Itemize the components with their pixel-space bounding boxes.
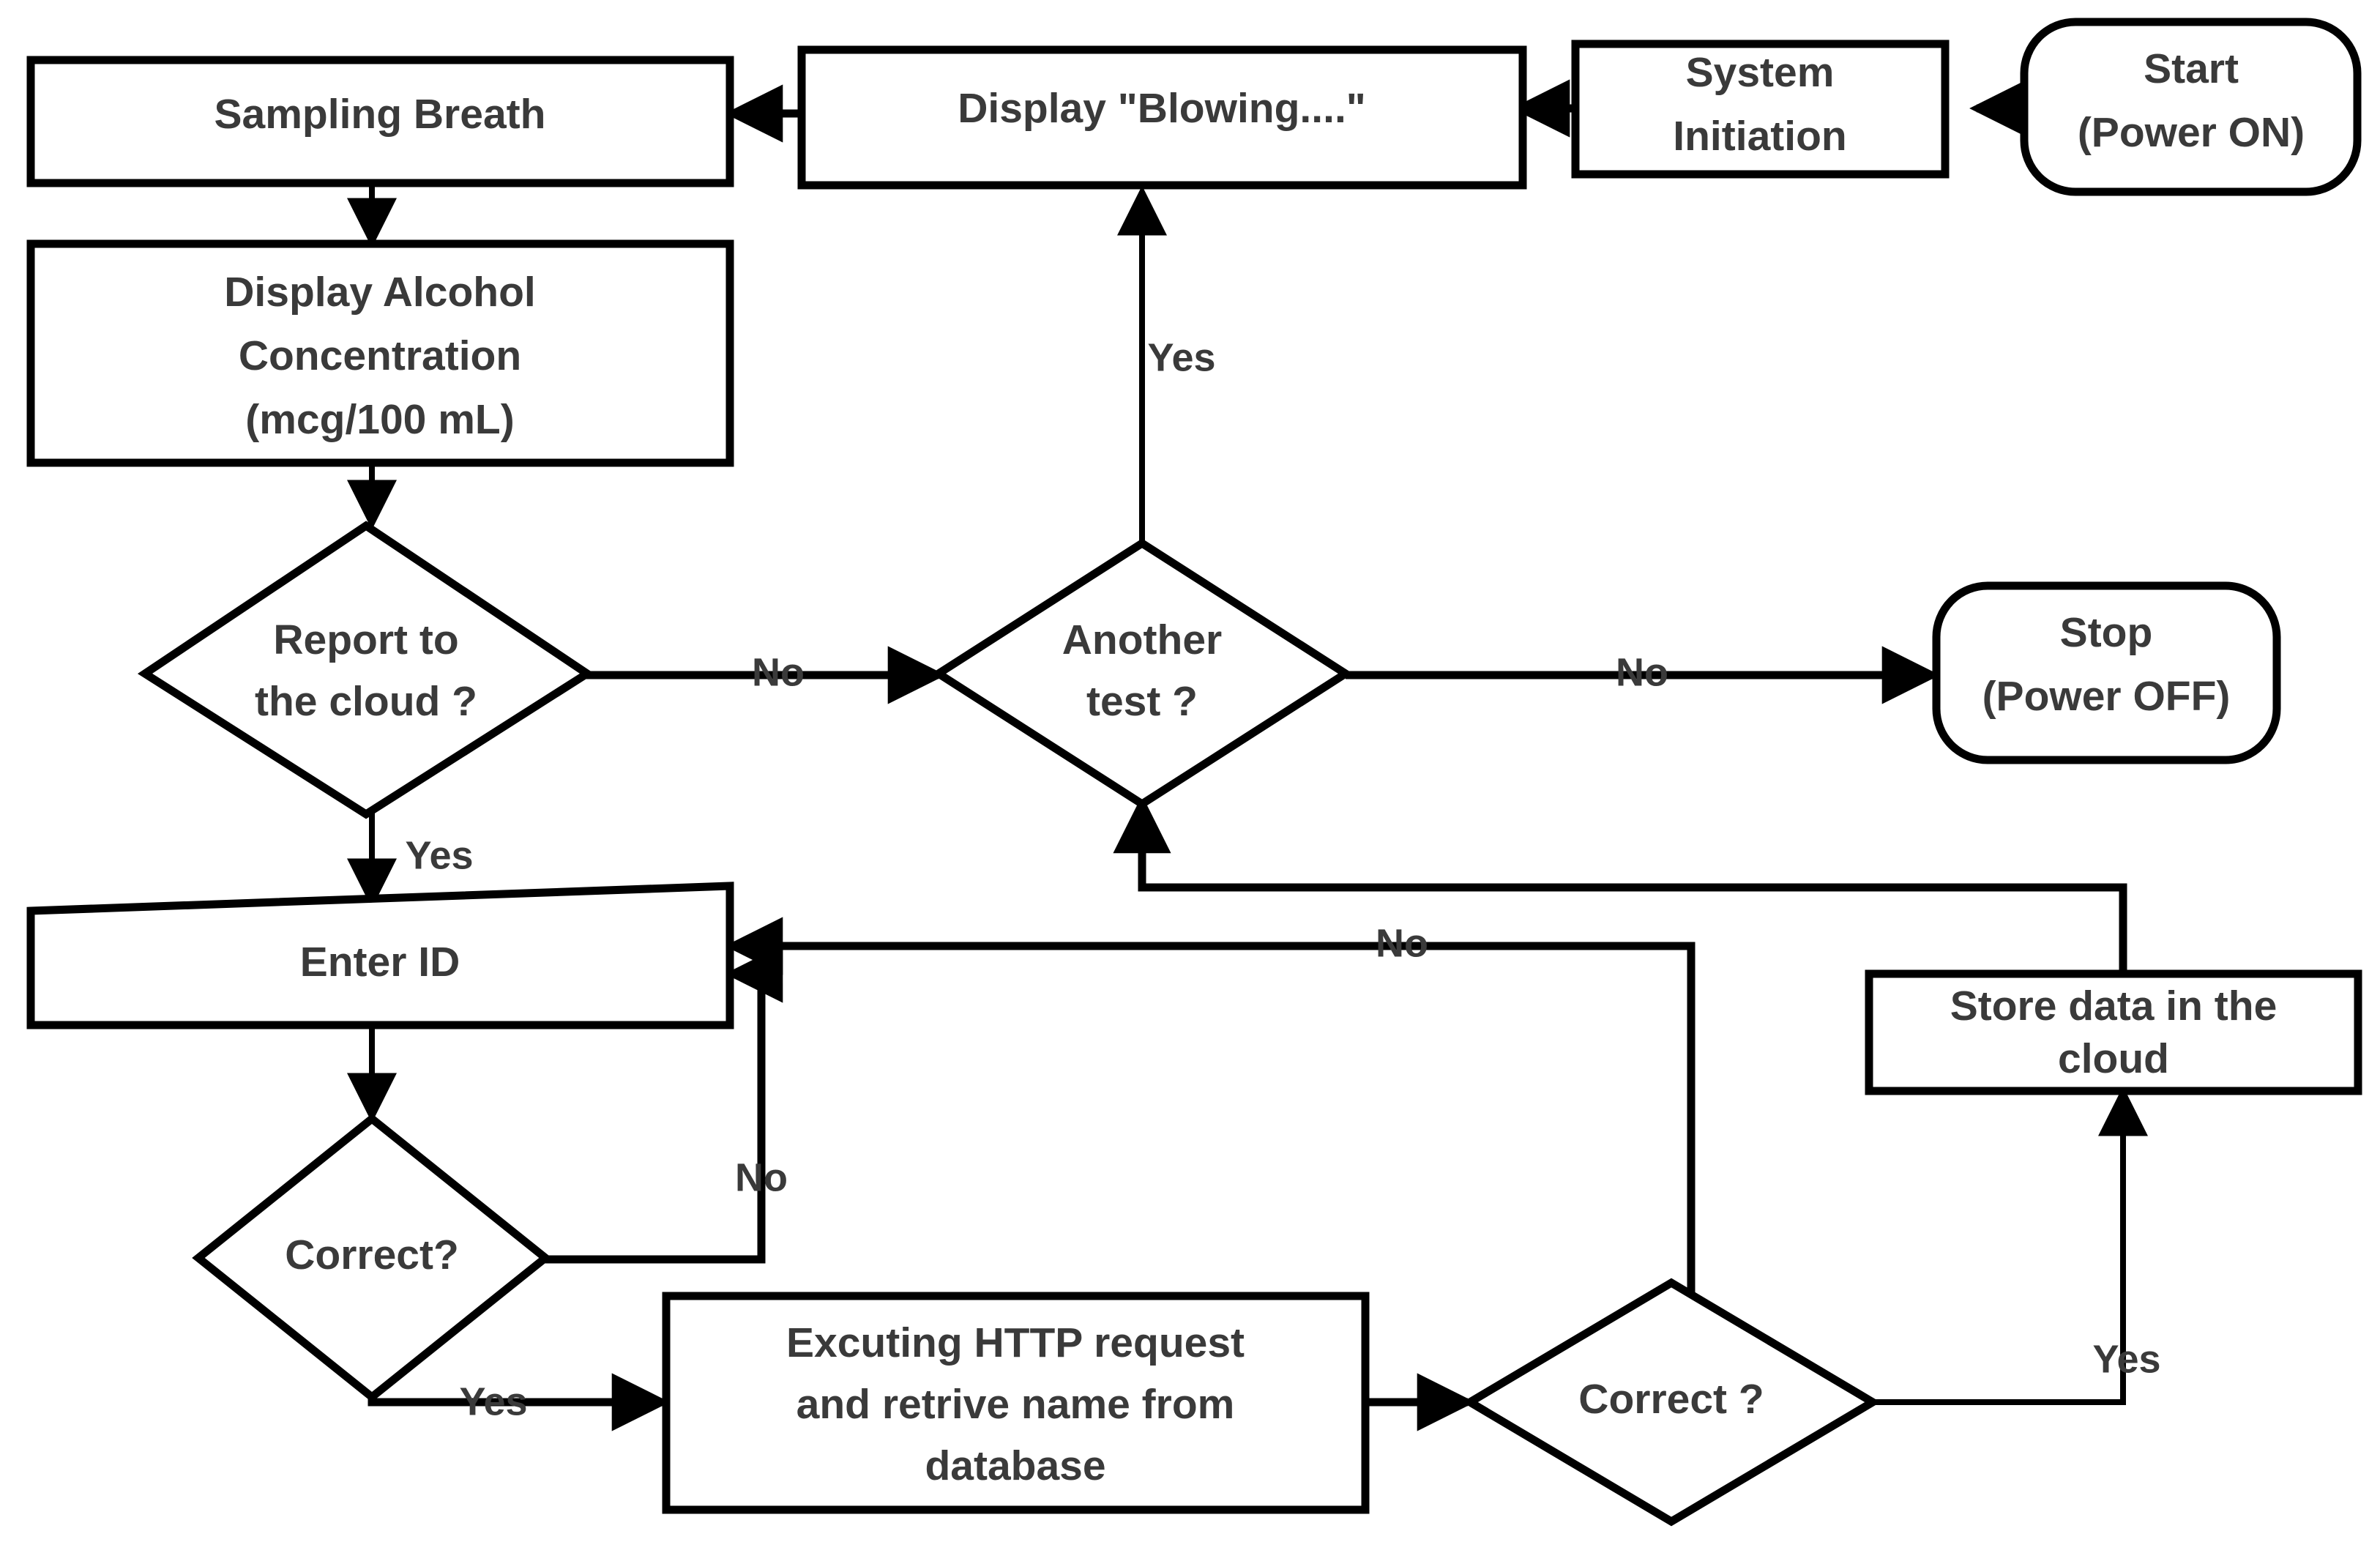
node-correct-id-line1: Correct? [285,1232,459,1278]
node-display-alcohol-line1: Display Alcohol [224,269,535,316]
node-stop[interactable]: Stop (Power OFF) [1932,581,2281,764]
node-system-initiation-line2: Initiation [1673,113,1846,160]
edge-correct-name-no-to-enter-id [725,917,1696,1349]
node-stop-line1: Stop [2060,609,2153,656]
node-sampling-breath[interactable]: Sampling Breath [26,56,734,187]
node-store-data[interactable]: Store data in the cloud [1865,969,2362,1095]
node-enter-id-line1: Enter ID [300,939,460,986]
node-display-alcohol[interactable]: Display Alcohol Concentration (mcg/100 m… [26,239,734,467]
node-store-data-line1: Store data in the [1950,983,2278,1029]
node-another-test-line1: Another [1062,617,1222,663]
node-another-test[interactable]: Another test ? [930,538,1354,809]
edge-label-report-yes: Yes [405,833,473,877]
node-http-request[interactable]: Excuting HTTP request and retrive name f… [662,1292,1370,1514]
node-system-initiation-line1: System [1686,49,1835,96]
edge-label-correct-name-yes: Yes [2092,1337,2160,1381]
node-display-blowing[interactable]: Display "Blowing...." [797,45,1527,190]
node-correct-name-line1: Correct ? [1578,1376,1764,1423]
node-http-request-line3: database [925,1442,1105,1489]
node-correct-id[interactable]: Correct? [192,1113,552,1403]
node-another-test-line2: test ? [1086,678,1198,725]
node-display-alcohol-line2: Concentration [239,332,521,379]
edge-correct-name-yes-to-store-data [1870,1086,2148,1405]
edge-label-another-yes: Yes [1147,335,1215,379]
node-store-data-line2: cloud [2058,1035,2169,1082]
edge-label-correct-name-no: No [1376,921,1428,965]
node-stop-line2: (Power OFF) [1982,673,2231,720]
node-report-to-cloud[interactable]: Report to the cloud ? [137,521,595,819]
node-start[interactable]: Start (Power ON) [2020,18,2362,196]
node-start-line1: Start [2144,45,2239,92]
edge-store-data-to-another-test [1113,795,2127,971]
node-display-alcohol-line3: (mcg/100 mL) [245,396,514,443]
edge-label-correct-id-no: No [735,1155,788,1199]
edge-label-another-no: No [1616,650,1668,694]
node-report-to-cloud-line1: Report to [273,617,458,663]
node-system-initiation[interactable]: System Initiation [1571,40,1950,179]
node-start-line2: (Power ON) [2078,109,2305,156]
edge-label-report-no: No [752,650,805,694]
node-http-request-line1: Excuting HTTP request [786,1319,1245,1366]
node-display-blowing-line1: Display "Blowing...." [958,85,1366,132]
node-enter-id[interactable]: Enter ID [26,882,734,1029]
node-sampling-breath-line1: Sampling Breath [215,91,546,138]
node-correct-name[interactable]: Correct ? [1462,1278,1881,1527]
node-report-to-cloud-line2: the cloud ? [255,678,477,725]
edge-label-correct-id-yes: Yes [459,1379,527,1423]
node-http-request-line2: and retrive name from [797,1381,1235,1428]
